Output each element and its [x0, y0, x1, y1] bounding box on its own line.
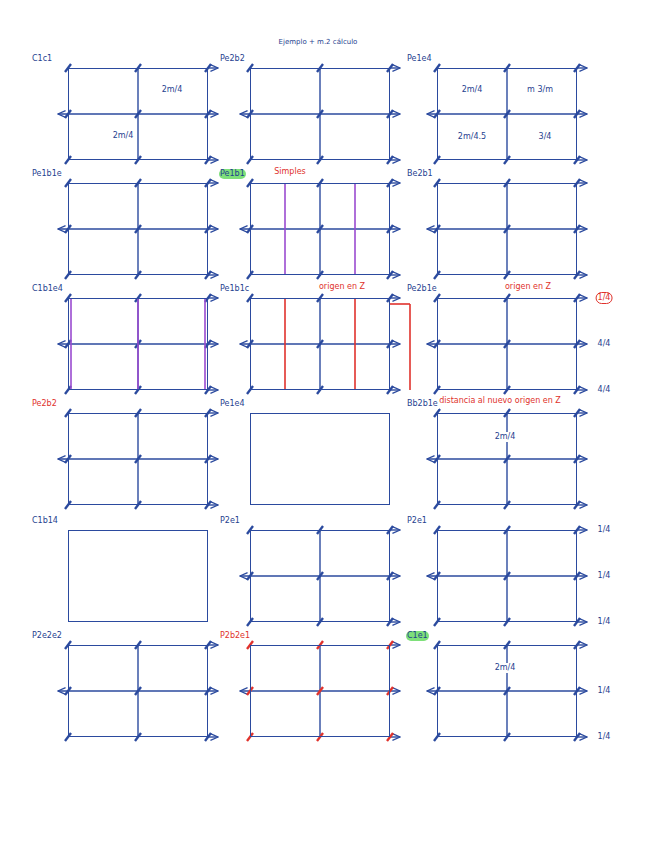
annotation: 2m/4 — [461, 85, 484, 95]
frame-panel: P2e1 — [437, 530, 577, 622]
frame-panel: Pe1e4 — [437, 68, 577, 160]
annotation: origen en Z — [318, 282, 366, 292]
panel-heading: P2e1 — [406, 516, 428, 526]
panel-heading: Pe2b1e — [406, 284, 438, 294]
annotation: 2m/4 — [161, 85, 184, 95]
sheet-title: Ejemplo + m.2 cálculo — [278, 37, 359, 47]
annotation: 1/4 — [597, 571, 612, 581]
annotation: 1/4 — [597, 525, 612, 535]
frame-grid — [58, 294, 218, 394]
annotation: origen en Z — [504, 282, 552, 292]
annotation: 3/4 — [538, 132, 553, 142]
frame-panel: C1c1 — [68, 68, 208, 160]
panel-heading: Pe1b1 — [219, 169, 246, 179]
panel-heading: Be2b1 — [406, 169, 434, 179]
frame-panel: Pe2b2 — [250, 68, 390, 160]
annotation: m 3/m — [526, 85, 554, 95]
frame-grid — [58, 179, 218, 279]
frame-grid — [240, 526, 400, 626]
annotation: 4/4 — [597, 385, 612, 395]
frame-grid — [240, 641, 400, 741]
annotation: 1/4 — [597, 732, 612, 742]
frame-panel: Pe1b1 — [250, 183, 390, 275]
frame-grid — [58, 409, 218, 509]
frame-grid — [240, 294, 410, 394]
frame-grid — [427, 64, 587, 164]
frame-grid — [427, 526, 587, 626]
annotation: 2m/4 — [494, 432, 517, 442]
frame-panel: Pe2b2 — [68, 413, 208, 505]
annotation: 4/4 — [597, 339, 612, 349]
panel-heading: C1c1 — [31, 54, 53, 64]
frame-panel: Pe1b1c — [250, 298, 390, 390]
panel-heading: Pe2b2 — [219, 54, 246, 64]
frame-grid — [427, 294, 587, 394]
frame-grid — [240, 179, 400, 279]
panel-heading: C1b1e4 — [31, 284, 64, 294]
frame-grid — [427, 409, 587, 509]
annotation: 2m/4.5 — [457, 132, 487, 142]
annotation: 2m/4 — [112, 131, 135, 141]
annotation: Simples — [273, 167, 306, 177]
annotation: distancia al nuevo origen en Z — [438, 396, 562, 406]
frame-panel: C1e1 — [437, 645, 577, 737]
panel-heading: Bb2b1e — [406, 399, 439, 409]
annotation: 2m/4 — [494, 663, 517, 673]
frame-panel: Pe2b1e — [437, 298, 577, 390]
frame-panel: C1b14 — [68, 530, 208, 622]
annotation: 1/4 — [597, 686, 612, 696]
frame-panel: C1b1e4 — [68, 298, 208, 390]
frame-grid — [427, 641, 587, 741]
panel-heading: P2e2e2 — [31, 631, 63, 641]
frame-grid — [427, 179, 587, 279]
panel-heading: C1b14 — [31, 516, 59, 526]
panel-heading: P2b2e1 — [219, 631, 251, 641]
frame-grid — [58, 64, 218, 164]
frame-panel: P2e1 — [250, 530, 390, 622]
panel-heading: Pe1e4 — [406, 54, 433, 64]
panel-heading: Pe2b2 — [31, 399, 58, 409]
panel-heading: Pe1b1c — [219, 284, 250, 294]
annotation: 1/4 — [597, 617, 612, 627]
annotation: 1/4 — [596, 292, 613, 304]
frame-grid — [240, 64, 400, 164]
frame-panel: Pe1b1e — [68, 183, 208, 275]
frame-panel: Bb2b1e — [437, 413, 577, 505]
panel-heading: Pe1b1e — [31, 169, 63, 179]
frame-panel: Pe1e4 — [250, 413, 390, 505]
frame-grid — [58, 641, 218, 741]
frame-panel: Be2b1 — [437, 183, 577, 275]
frame-panel: P2b2e1 — [250, 645, 390, 737]
panel-heading: P2e1 — [219, 516, 241, 526]
frame-panel: P2e2e2 — [68, 645, 208, 737]
panel-heading: Pe1e4 — [219, 399, 246, 409]
panel-heading: C1e1 — [406, 631, 429, 641]
